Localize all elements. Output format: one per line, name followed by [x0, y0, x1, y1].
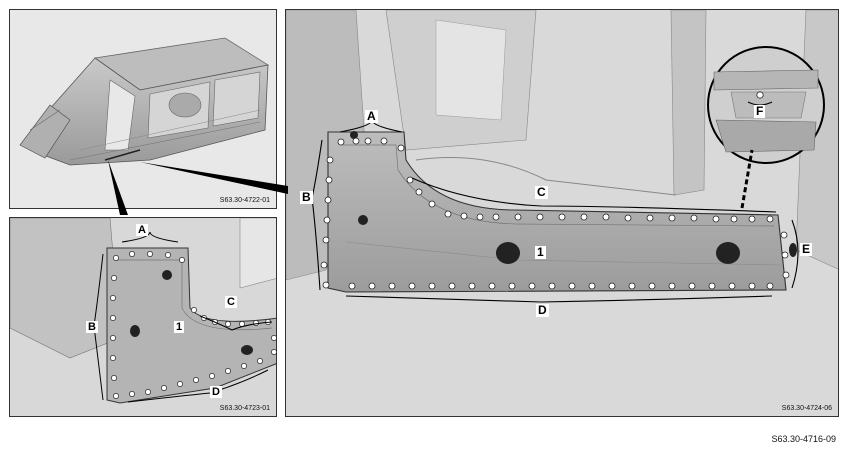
main-callout-d: D	[536, 303, 549, 317]
main-callout-f: F	[754, 104, 766, 118]
main-illustration	[286, 10, 838, 416]
closeup-callout-a: A	[136, 224, 148, 236]
closeup-illustration	[10, 218, 276, 416]
main-callout-e: E	[800, 242, 813, 256]
main-callout-c: C	[535, 185, 548, 199]
overview-code: S63.30-4722-01	[219, 197, 270, 204]
closeup-callout-1: 1	[174, 321, 185, 333]
main-code: S63.30-4724-06	[781, 405, 832, 412]
overview-panel: S63.30-4722-01	[9, 9, 277, 209]
closeup-panel: A B C 1 D S63.30-4723-01	[9, 217, 277, 417]
closeup-callout-b: B	[86, 321, 98, 333]
main-panel: A B C 1 D E F S63.30-4724-06	[285, 9, 839, 417]
main-callout-1: 1	[535, 245, 546, 259]
closeup-callout-d: D	[210, 386, 222, 398]
closeup-callout-c: C	[225, 296, 237, 308]
vehicle-body-illustration	[10, 10, 276, 208]
main-callout-b: B	[300, 190, 313, 204]
closeup-code: S63.30-4723-01	[219, 405, 270, 412]
figure-code: S63.30-4716-09	[771, 434, 836, 444]
main-callout-a: A	[365, 109, 378, 123]
